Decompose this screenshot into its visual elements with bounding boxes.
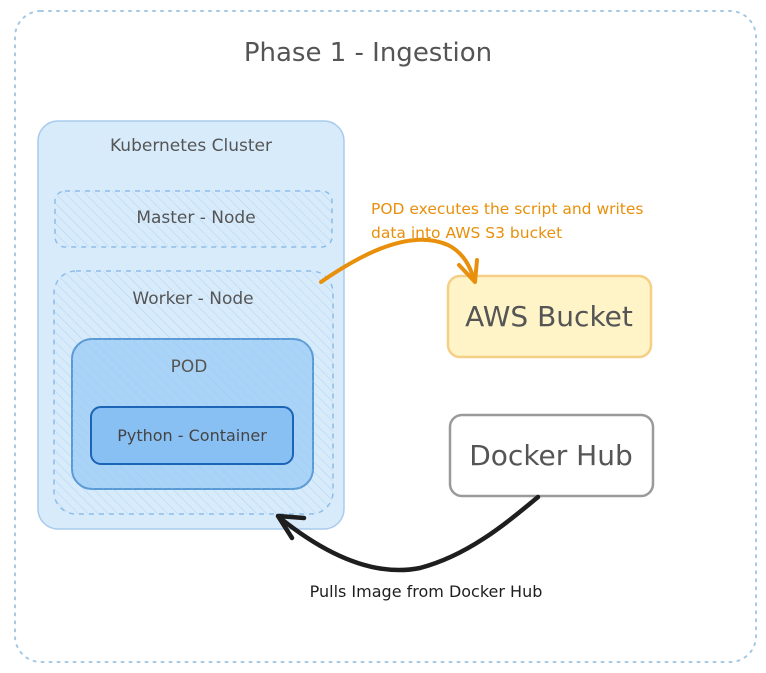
python-container-label: Python - Container <box>117 426 267 445</box>
pod-to-aws-arrow <box>319 237 476 284</box>
python-container-box <box>90 406 294 465</box>
pulls-image-annotation: Pulls Image from Docker Hub <box>310 582 543 601</box>
master-node-label: Master - Node <box>136 208 255 228</box>
pod-label: POD <box>171 357 208 377</box>
phase-frame <box>14 10 757 663</box>
docker-hub-box <box>448 413 655 498</box>
worker-node-label: Worker - Node <box>132 289 253 309</box>
phase-title: Phase 1 - Ingestion <box>244 38 492 68</box>
docker-hub-label: Docker Hub <box>469 439 633 472</box>
master-node-box <box>54 190 333 248</box>
aws-bucket-label: AWS Bucket <box>465 300 633 333</box>
docker-to-worker-arrow <box>277 494 541 573</box>
pod-writes-annotation-line2: data into AWS S3 bucket <box>371 224 562 242</box>
docker-to-worker-arrowhead <box>275 513 307 541</box>
pod-to-aws-arrowhead <box>457 258 479 284</box>
cluster-title: Kubernetes Cluster <box>110 136 272 156</box>
pod-writes-annotation-line1: POD executes the script and writes <box>371 200 643 218</box>
aws-bucket-box <box>446 274 653 359</box>
